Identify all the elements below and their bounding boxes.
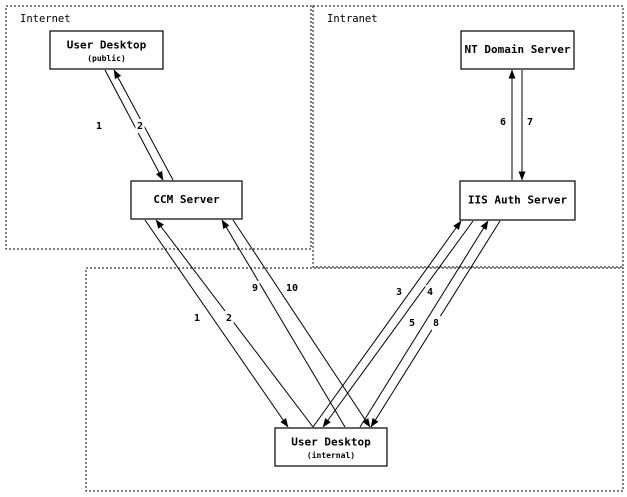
node-iis-auth-server[interactable]: IIS Auth Server	[459, 180, 576, 221]
flow-label-backdrop-flow-9	[250, 281, 260, 295]
flow-label-backdrop-flow-6-nt	[498, 115, 508, 129]
node-label-nt-domain-server: NT Domain Server	[465, 43, 571, 56]
node-user-desktop-public[interactable]: User Desktop (public)	[49, 30, 164, 70]
flow-label-backdrop-flow-2-internal	[224, 311, 234, 325]
flow-labels-layer: 1 2 6 7 1 2 9 10 3 4 5 8	[94, 115, 535, 330]
flow-label-flow-3: 3	[396, 287, 402, 298]
flow-label-flow-8: 8	[433, 318, 439, 329]
zones-layer: Internet Intranet	[5, 5, 624, 492]
node-nt-domain-server[interactable]: NT Domain Server	[460, 30, 575, 70]
zone-label-intranet: Intranet	[327, 13, 378, 25]
flow-label-backdrop-flow-10	[283, 281, 301, 295]
flow-label-backdrop-flow-1-internal	[192, 311, 202, 325]
node-sublabel-user-desktop-public: (public)	[87, 53, 126, 63]
zone-label-internet: Internet	[20, 13, 71, 25]
node-box-ccm-server[interactable]	[130, 180, 243, 220]
zone-internet: Internet	[5, 5, 312, 250]
flow-line-flow-5	[359, 220, 489, 428]
flow-label-flow-10: 10	[286, 283, 298, 294]
node-box-nt-domain-server[interactable]	[460, 30, 575, 70]
flow-label-backdrop-flow-1-public	[94, 119, 104, 133]
flow-label-flow-2-public: 2	[137, 121, 143, 132]
flow-label-backdrop-flow-5	[407, 316, 417, 330]
flow-line-flow-4	[322, 220, 474, 428]
zone-border-internal	[85, 267, 624, 492]
flow-label-backdrop-flow-8	[431, 316, 441, 330]
node-sublabel-user-desktop-internal: (internal)	[307, 450, 355, 460]
node-label-ccm-server: CCM Server	[153, 193, 220, 206]
zone-intranet: Intranet	[312, 5, 624, 268]
flow-label-backdrop-flow-4	[425, 285, 435, 299]
node-label-user-desktop-public: User Desktop	[67, 38, 147, 51]
flow-line-flow-9	[221, 219, 346, 428]
flow-label-backdrop-flow-7-nt	[525, 115, 535, 129]
flow-label-flow-4: 4	[427, 287, 433, 298]
flow-label-flow-5: 5	[409, 318, 415, 329]
flow-label-flow-1-public: 1	[96, 121, 102, 132]
flow-label-flow-6-nt: 6	[500, 117, 506, 128]
flow-label-flow-2-internal: 2	[226, 313, 232, 324]
nodes-layer: User Desktop (public) CCM Server NT Domain …	[49, 30, 576, 467]
flow-line-flow-2-internal	[155, 219, 314, 428]
node-label-user-desktop-internal: User Desktop	[291, 435, 371, 448]
flow-line-flow-3	[312, 220, 462, 428]
flow-label-flow-1-internal: 1	[194, 313, 200, 324]
node-label-iis-auth-server: IIS Auth Server	[468, 194, 568, 207]
zone-border-internet	[5, 5, 312, 250]
flow-label-flow-9: 9	[252, 283, 258, 294]
zone-border-intranet	[312, 5, 624, 268]
node-box-iis-auth-server[interactable]	[459, 180, 576, 221]
node-user-desktop-internal[interactable]: User Desktop (internal)	[274, 427, 388, 467]
node-ccm-server[interactable]: CCM Server	[130, 180, 243, 220]
flow-label-flow-7-nt: 7	[527, 117, 533, 128]
flow-line-flow-10	[232, 219, 371, 428]
flow-line-flow-1-internal	[144, 219, 289, 428]
flow-label-backdrop-flow-2-public	[135, 119, 145, 133]
zone-internal	[85, 267, 624, 492]
flow-line-flow-1-public	[104, 69, 164, 181]
flow-label-backdrop-flow-3	[394, 285, 404, 299]
node-box-user-desktop-public[interactable]	[49, 30, 164, 70]
node-box-user-desktop-internal[interactable]	[274, 427, 388, 467]
